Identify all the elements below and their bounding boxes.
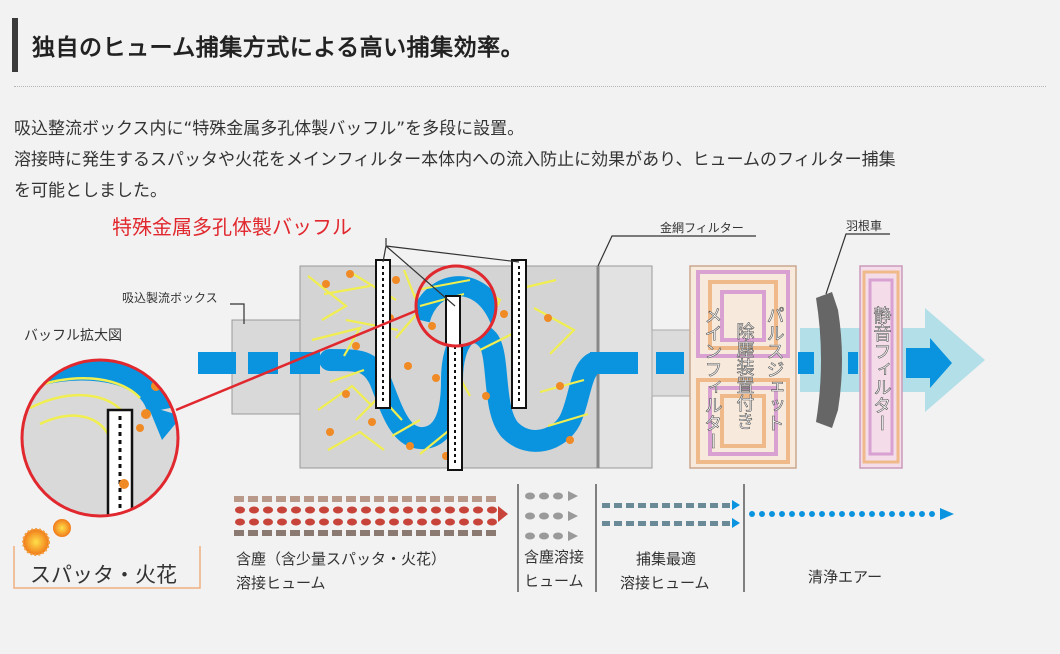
legend-stage2-dots: [525, 491, 578, 541]
legend-stage4-line1: 清浄エアー: [808, 568, 882, 586]
callout-lines: [230, 233, 890, 324]
label-spatter-sparks: スパッタ・火花: [30, 563, 177, 587]
label-baffle-title: 特殊金属多孔体製バッフル: [112, 215, 352, 239]
spatter-badge: スパッタ・火花: [13, 519, 201, 589]
impeller: [816, 292, 842, 428]
fume-collection-diagram: 特殊金属多孔体製バッフル 金網フィルター 羽根車 吸込製流ボックス バッフル拡大…: [13, 215, 985, 592]
spark-icon-large: [22, 528, 50, 556]
label-intake-box: 吸込製流ボックス: [122, 291, 218, 305]
main-filter-unit: [689, 265, 797, 469]
legend-stage2-line2: ヒューム: [524, 572, 584, 590]
legend-stage3-dashes: [602, 500, 740, 528]
legend-stage3-line1: 捕集最適: [636, 550, 696, 568]
legend-stage3-line2: 溶接ヒューム: [620, 574, 710, 592]
label-main-filter: メインフィルター: [702, 306, 723, 450]
zoom-connector: [175, 308, 419, 412]
legend-stage1-line2: 溶接ヒューム: [236, 574, 326, 592]
label-pulse-jet: パルスジェット: [764, 306, 785, 432]
label-baffle-zoom: バッフル拡大図: [24, 328, 122, 344]
label-silencer-filter: 静音フィルター: [871, 306, 892, 432]
legend-stage1-dots: [234, 496, 508, 536]
intro-line-1: 吸込整流ボックス内に“特殊金属多孔体製バッフル”を多段に設置。: [14, 119, 525, 139]
label-impeller: 羽根車: [846, 219, 882, 233]
section-heading: 独自のヒューム捕集方式による高い捕集効率。: [12, 18, 524, 72]
label-dust-removal: 除塵装置付き: [734, 322, 755, 430]
intro-line-3: を可能としました。: [14, 181, 167, 201]
intro-line-2: 溶接時に発生するスパッタや火花をメインフィルター本体内への流入防止に効果があり、…: [14, 150, 896, 170]
silencer-filter: [859, 265, 903, 469]
baffle-zoom-circle: [20, 358, 180, 518]
label-wire-mesh-filter: 金網フィルター: [660, 220, 744, 235]
intro-text: 吸込整流ボックス内に“特殊金属多孔体製バッフル”を多段に設置。 溶接時に発生する…: [14, 114, 1049, 207]
spark-icon-small: [53, 519, 71, 537]
divider: [14, 86, 1046, 87]
legend-stage4-dots: [749, 508, 954, 520]
magnifier-circle: [414, 264, 498, 348]
legend-stage1-line1: 含塵（含少量スパッタ・火花）: [236, 550, 446, 568]
heading-text: 独自のヒューム捕集方式による高い捕集効率。: [32, 35, 525, 61]
legend-stage2-line1: 含塵溶接: [524, 548, 584, 566]
